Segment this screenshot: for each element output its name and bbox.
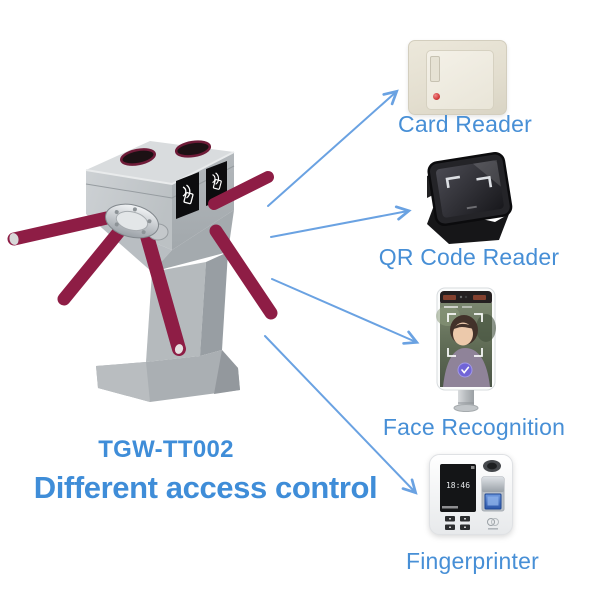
card-reader-slot xyxy=(430,56,440,82)
ir-sensor xyxy=(473,295,486,300)
rfid-reader-panel xyxy=(176,172,199,219)
fingerprinter-image: 18:46 xyxy=(428,453,514,537)
tripod-arm-left xyxy=(7,208,127,246)
card-reader-image xyxy=(408,40,507,115)
face-recognition-image xyxy=(436,286,500,414)
page-title: Different access control xyxy=(33,470,378,505)
face-detect-frame xyxy=(447,313,483,357)
tripod-arm-right-down xyxy=(209,224,278,320)
person-face xyxy=(453,322,473,346)
card-reader-led xyxy=(433,93,440,100)
clock-text: 18:46 xyxy=(446,481,470,490)
qr-reader-screen xyxy=(436,160,504,218)
turnstile-base-left xyxy=(96,362,150,402)
turnstile-column-right xyxy=(200,252,228,356)
pole-flange xyxy=(453,404,479,412)
arrow-to-qr-code-reader xyxy=(270,205,412,238)
brand-logo xyxy=(487,518,499,530)
qr-code-reader-label: QR Code Reader xyxy=(378,244,560,270)
arm-end-cap xyxy=(9,233,19,245)
fingerprint-sensor xyxy=(481,476,505,512)
scan-bracket-icon xyxy=(445,175,461,189)
keypad-buttons xyxy=(445,516,470,530)
tripod-arm-front xyxy=(140,229,186,356)
arrow-to-card-reader xyxy=(267,89,399,207)
fingerprinter-label: Fingerprinter xyxy=(406,548,539,574)
tripod-hub xyxy=(105,203,169,241)
arrow-to-fingerprinter xyxy=(264,335,418,495)
tripod-arm-right-up xyxy=(208,171,274,210)
ir-sensor xyxy=(443,295,456,300)
check-icon xyxy=(457,362,473,378)
qr-reader-head xyxy=(427,152,513,227)
arrow-to-face-recognition xyxy=(271,278,420,345)
tripod-arm-left-down xyxy=(57,221,129,306)
camera-dot xyxy=(459,295,463,299)
model-number: TGW-TT002 xyxy=(98,436,234,463)
turnstile-base-right xyxy=(214,350,240,394)
scan-bracket-icon xyxy=(476,175,493,188)
fingerprinter-screen: 18:46 xyxy=(440,464,476,512)
qr-code-reader-image xyxy=(419,148,515,248)
arm-socket-hole xyxy=(174,140,212,158)
arrow-group xyxy=(264,89,420,495)
card-reader-label: Card Reader xyxy=(398,111,532,137)
arm-end-cap-front xyxy=(174,344,184,354)
arm-socket-hole xyxy=(120,148,156,166)
card-reader-faceplate xyxy=(426,50,494,110)
turnstile-illustration xyxy=(7,140,278,402)
face-recognition-label: Face Recognition xyxy=(382,414,566,440)
face-device-screen xyxy=(436,303,496,387)
camera-dot xyxy=(464,295,468,299)
